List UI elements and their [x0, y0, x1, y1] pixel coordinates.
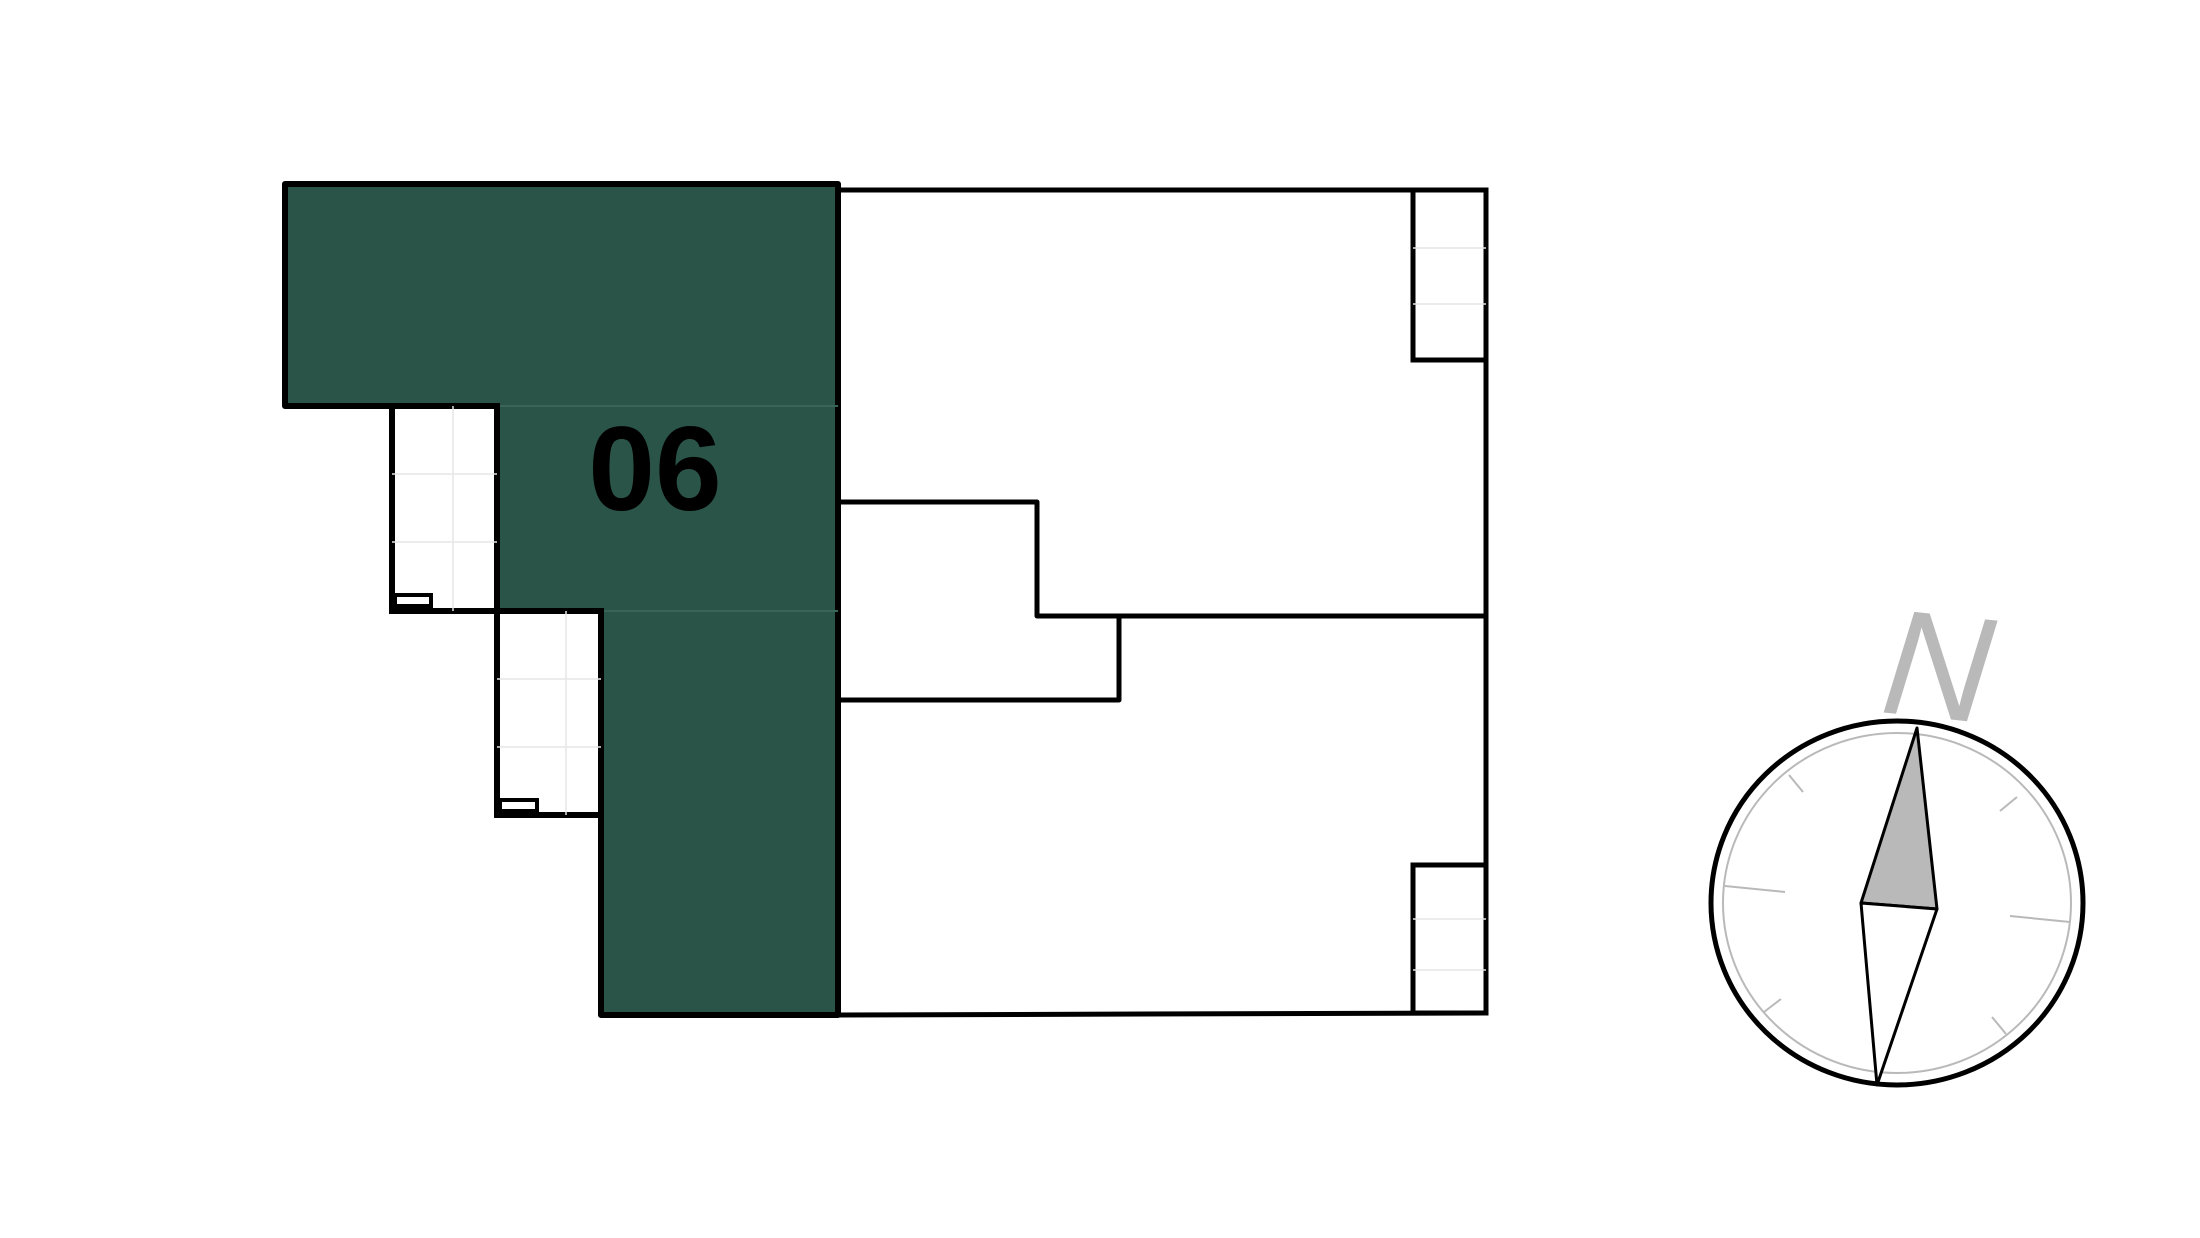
unit-06[interactable]: 06 — [282, 181, 841, 1018]
balcony-west-lower-drain — [498, 798, 539, 813]
unit-06-area[interactable] — [282, 181, 841, 1018]
balcony-west-upper — [389, 403, 500, 614]
balcony-east-lower — [1410, 862, 1489, 1016]
compass-needle-south — [1859, 901, 1939, 1087]
neighbor-lower-unit-boundary — [838, 616, 1122, 703]
compass: N — [1708, 577, 2086, 1088]
compass-inner-ring — [1722, 732, 2072, 1074]
balcony-east-upper — [1410, 187, 1489, 363]
balcony-west-upper-drain — [393, 593, 433, 608]
unit-06-number: 06 — [588, 402, 721, 536]
balcony-west-lower — [494, 608, 604, 818]
neighbor-units — [837, 187, 1489, 1018]
compass-ticks — [1724, 774, 2071, 1035]
neighbor-upper-unit-boundary — [838, 499, 1486, 619]
neighbor-outer-wall — [837, 187, 1489, 1018]
